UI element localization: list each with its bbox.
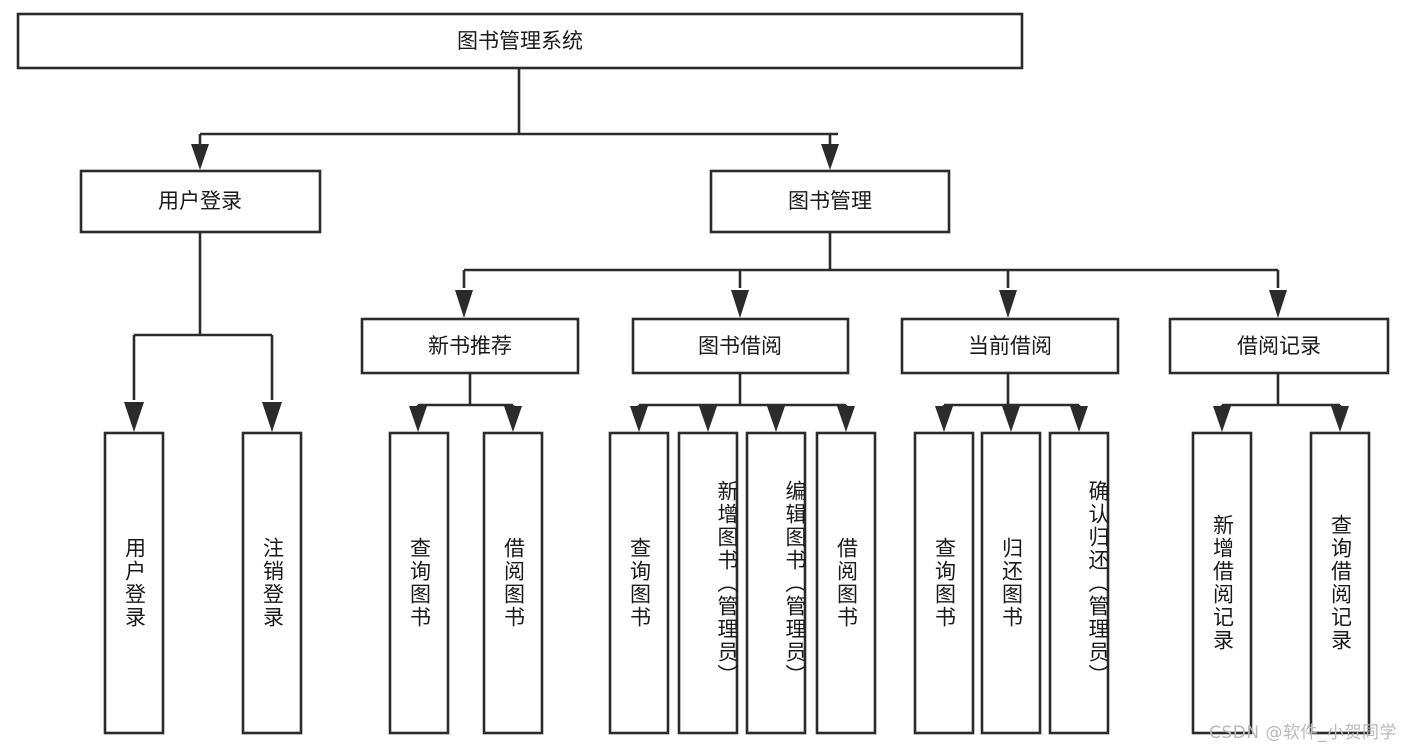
- node-leaf-borrow-book-1[interactable]: [482, 431, 544, 735]
- csdn-watermark: CSDN @软件_小贺同学: [1209, 723, 1397, 743]
- node-leaf-query-book-1[interactable]: [388, 431, 450, 735]
- node-book-management[interactable]: 图书管理: [709, 169, 951, 234]
- node-book-management-label: 图书管理: [788, 189, 872, 213]
- connector-borrowrecord-to-leaves: [1213, 374, 1349, 432]
- connector-currentborrow-to-leaves: [935, 374, 1088, 432]
- node-leaf-edit-book[interactable]: [745, 431, 807, 735]
- node-borrow-record[interactable]: 借阅记录: [1168, 317, 1390, 375]
- node-leaf-add-borrow-record[interactable]: [1191, 431, 1253, 735]
- node-root[interactable]: 图书管理系统: [16, 12, 1024, 70]
- node-new-book-recommend[interactable]: 新书推荐: [360, 317, 580, 375]
- connector-root-to-level2: [191, 68, 839, 170]
- node-current-borrow-label: 当前借阅: [968, 334, 1052, 358]
- node-new-book-recommend-label: 新书推荐: [428, 334, 512, 358]
- node-leaf-add-book[interactable]: [677, 431, 739, 735]
- node-leaf-query-borrow-record[interactable]: [1309, 431, 1371, 735]
- connector-newbook-to-leaves: [409, 374, 522, 432]
- connector-userlogin-to-leaves: [124, 232, 282, 432]
- node-root-label: 图书管理系统: [457, 29, 583, 53]
- node-leaf-query-book-3[interactable]: [913, 431, 975, 735]
- node-leaf-user-login[interactable]: [103, 431, 165, 735]
- node-user-login-label: 用户登录: [158, 189, 242, 213]
- node-user-login[interactable]: 用户登录: [79, 169, 322, 234]
- node-leaf-borrow-book-2[interactable]: [815, 431, 877, 735]
- connector-bookmgmt-to-level3: [455, 232, 1287, 318]
- node-leaf-logout[interactable]: [241, 431, 303, 735]
- node-book-borrow[interactable]: 图书借阅: [631, 317, 850, 375]
- node-leaf-query-book-2[interactable]: [608, 431, 670, 735]
- node-leaf-confirm-return[interactable]: [1048, 431, 1110, 735]
- node-borrow-record-label: 借阅记录: [1237, 334, 1321, 358]
- node-leaf-return-book[interactable]: [980, 431, 1042, 735]
- node-current-borrow[interactable]: 当前借阅: [900, 317, 1120, 375]
- node-book-borrow-label: 图书借阅: [698, 334, 782, 358]
- connector-bookborrow-to-leaves: [630, 374, 855, 432]
